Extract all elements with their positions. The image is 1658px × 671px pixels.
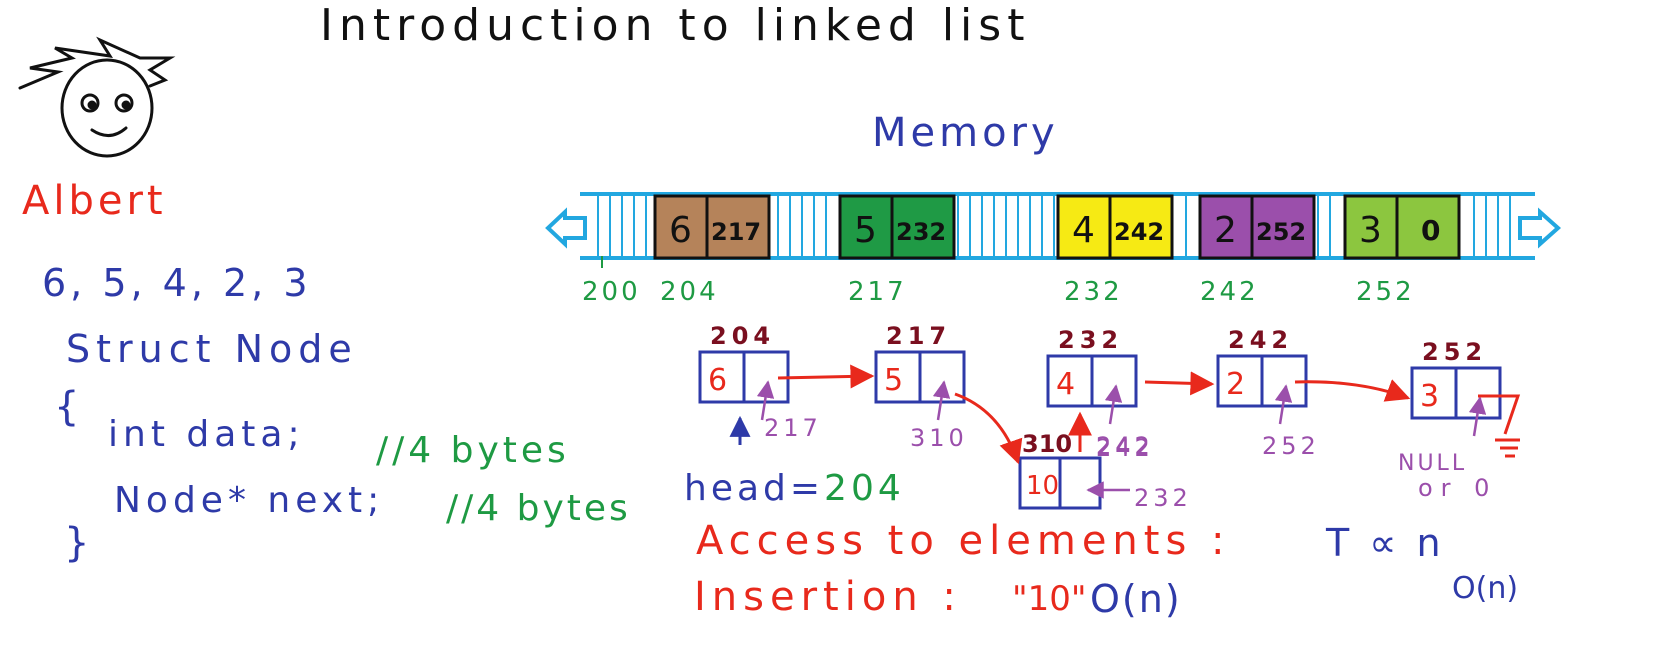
struct-code: Struct Node { int data; //4 bytes Node* … xyxy=(54,327,631,566)
inserted-node: 310 10 232 xyxy=(1018,430,1192,512)
list-node: 232 4 242 xyxy=(1046,326,1154,460)
link-arrow-1 xyxy=(777,364,875,389)
sequence-text: 6, 5, 4, 2, 3 xyxy=(42,261,312,305)
null-ground-icon xyxy=(1478,394,1521,458)
memory-block-data: 5 xyxy=(854,210,877,251)
albert-avatar-icon xyxy=(18,36,176,158)
link-arrow-5 xyxy=(1294,379,1411,402)
left-arrow-icon xyxy=(545,207,587,249)
right-arrow-icon xyxy=(1518,207,1562,249)
memory-block-addr: 252 xyxy=(1356,277,1415,307)
list-node-addr: 252 xyxy=(1422,338,1487,366)
list-node-ptr: 252 xyxy=(1262,432,1320,460)
field-next-code: Node* next; xyxy=(114,480,384,521)
character-name: Albert xyxy=(22,178,167,224)
memory-block: 2 252 xyxy=(1198,194,1316,260)
memory-block-next: 232 xyxy=(896,218,946,246)
field-data-comment: //4 bytes xyxy=(376,430,570,471)
memory-block-next: 217 xyxy=(711,218,761,246)
inserted-node-ptr: 232 xyxy=(1134,484,1192,512)
memory-block-addr: 204 xyxy=(660,277,719,307)
memory-block-addr: 232 xyxy=(1064,277,1123,307)
memory-block-data: 2 xyxy=(1214,210,1237,251)
list-node-ptr: NULL xyxy=(1398,451,1467,476)
struct-node-line: Struct Node xyxy=(66,327,358,371)
page-title: Introduction to linked list xyxy=(320,0,1030,51)
list-node-addr: 232 xyxy=(1058,326,1123,354)
memory-block-addr: 242 xyxy=(1200,277,1259,307)
list-node-addr: 242 xyxy=(1228,326,1293,354)
mem-addr-start: 200 xyxy=(582,277,641,307)
field-next-comment: //4 bytes xyxy=(446,488,631,529)
inserted-node-data: 10 xyxy=(1026,471,1059,501)
memory-block: 4 242 xyxy=(1056,194,1174,260)
list-node-data: 6 xyxy=(708,363,727,398)
memory-label: Memory xyxy=(872,110,1059,156)
insertion-label: Insertion : xyxy=(694,574,962,620)
memory-block-data: 6 xyxy=(669,210,692,251)
close-brace: } xyxy=(64,520,89,566)
list-node-ptr-alt: or 0 xyxy=(1418,474,1497,502)
access-big-o: O(n) xyxy=(1452,571,1518,606)
list-node: 204 6 217 xyxy=(698,322,822,442)
memory-block: 5 232 xyxy=(838,194,956,260)
head-pointer: head=204 xyxy=(684,415,905,509)
list-node-addr: 217 xyxy=(886,322,951,350)
access-complexity: T ∝ n xyxy=(1325,521,1445,565)
memory-block-next: 252 xyxy=(1256,218,1306,246)
memory-block-next: 242 xyxy=(1114,218,1164,246)
link-arrows xyxy=(777,364,1521,465)
memory-block-data: 4 xyxy=(1072,210,1095,251)
head-label: head=204 xyxy=(684,468,905,509)
memory-block-addr: 217 xyxy=(848,277,907,307)
list-node-data: 3 xyxy=(1420,379,1439,414)
list-node: 242 2 252 xyxy=(1216,326,1320,460)
list-node-ptr: 310 xyxy=(910,424,968,452)
memory-block-next: 0 xyxy=(1421,214,1440,247)
memory-block-data: 3 xyxy=(1359,210,1382,251)
memory-block: 6 217 xyxy=(653,194,771,260)
list-node-addr: 204 xyxy=(710,322,775,350)
list-node-ptr-label: 242 xyxy=(1096,434,1154,462)
inserted-node-addr: 310 xyxy=(1022,430,1072,458)
list-node-data: 2 xyxy=(1226,367,1245,402)
link-arrow-2 xyxy=(954,392,1023,465)
list-node-data: 5 xyxy=(884,363,903,398)
insertion-big-o: O(n) xyxy=(1090,577,1182,621)
list-node-data: 4 xyxy=(1056,367,1075,402)
field-data-code: int data; xyxy=(108,414,305,455)
access-label: Access to elements : xyxy=(696,518,1231,564)
link-arrow-4 xyxy=(1144,371,1215,396)
list-node-ptr: 242 xyxy=(1096,432,1154,460)
insertion-value: "10" xyxy=(1012,579,1087,619)
open-brace: { xyxy=(54,384,79,430)
list-node-ptr: 217 xyxy=(764,414,822,442)
